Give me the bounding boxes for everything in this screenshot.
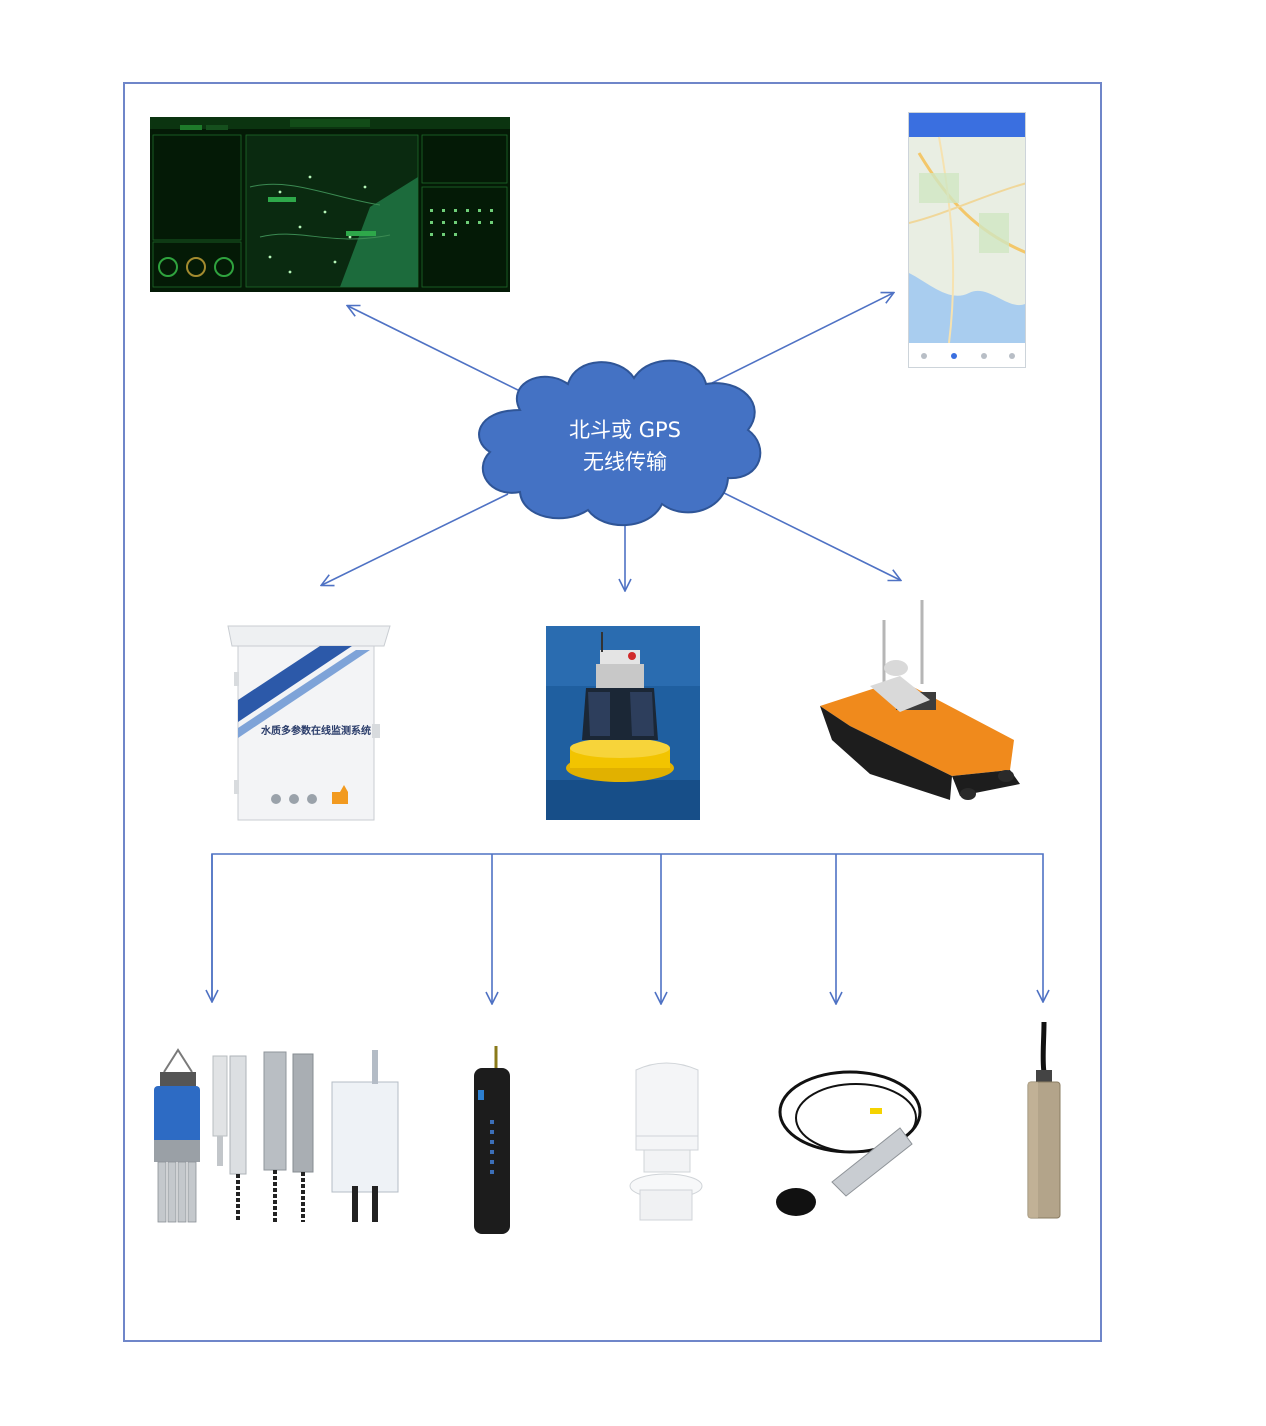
arrow-to-dashboard (348, 306, 533, 398)
cloud-label-line2: 无线传输 (583, 450, 667, 474)
cloud-label-line1: 北斗或 GPS (569, 418, 681, 442)
arrow-to-boat (717, 489, 900, 580)
monitoring-dashboard-screenshot (150, 117, 510, 292)
cabinet-label: 水质多参数在线监测系统 (260, 724, 371, 737)
diagram-frame (123, 82, 1102, 1342)
mobile-map-app-screenshot (908, 112, 1026, 368)
arrow-to-phone (711, 293, 893, 384)
cloud-label: 北斗或 GPS 无线传输 (540, 414, 710, 478)
arrow-to-cabinet (322, 493, 509, 585)
